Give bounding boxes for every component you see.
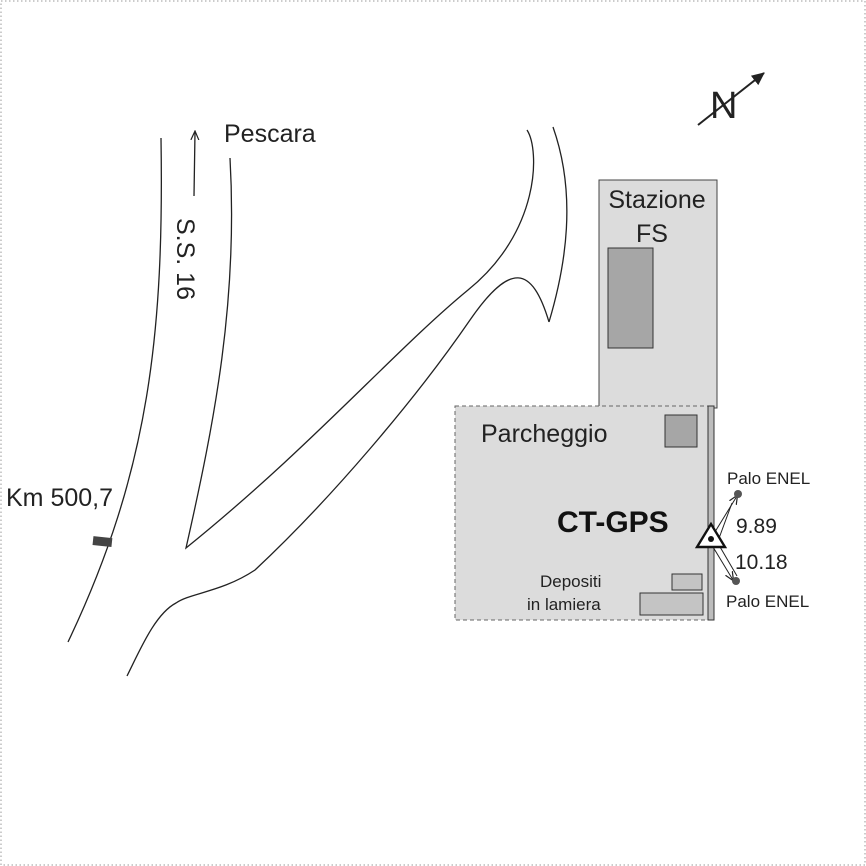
branch-inner-edge bbox=[126, 277, 550, 677]
label-km: Km 500,7 bbox=[6, 484, 113, 512]
label-deposits-line2: in lamiera bbox=[527, 595, 601, 614]
label-site: CT-GPS bbox=[557, 506, 669, 539]
ss16-right-edge bbox=[184, 129, 535, 550]
label-pole-bottom: Palo ENEL bbox=[726, 592, 809, 611]
pole-dot-icon bbox=[732, 577, 740, 585]
label-dist-bottom: 10.18 bbox=[735, 551, 788, 574]
label-station-line2: FS bbox=[636, 220, 668, 248]
label-parking: Parcheggio bbox=[481, 420, 607, 448]
label-pole-top: Palo ENEL bbox=[727, 469, 810, 488]
label-station-line1: Stazione bbox=[608, 186, 705, 214]
label-road: S.S. 16 bbox=[171, 218, 199, 300]
parking-building bbox=[664, 414, 698, 448]
pole-dot-icon bbox=[734, 490, 742, 498]
branch-right-edge bbox=[548, 126, 568, 323]
label-deposits-line1: Depositi bbox=[540, 572, 601, 591]
km-marker-icon bbox=[92, 536, 113, 548]
deposit-small bbox=[671, 573, 703, 591]
road-direction-arrow bbox=[194, 132, 195, 197]
north-arrow-icon: N bbox=[697, 72, 765, 127]
label-pescara: Pescara bbox=[224, 120, 316, 148]
station-building bbox=[607, 247, 654, 349]
ss16-left-edge bbox=[67, 137, 163, 643]
roads bbox=[67, 126, 568, 677]
north-label: N bbox=[710, 85, 737, 127]
boundary-wall bbox=[707, 405, 715, 621]
label-dist-top: 9.89 bbox=[736, 515, 777, 538]
deposit-large bbox=[639, 592, 704, 616]
gps-triangle-icon bbox=[694, 521, 728, 549]
